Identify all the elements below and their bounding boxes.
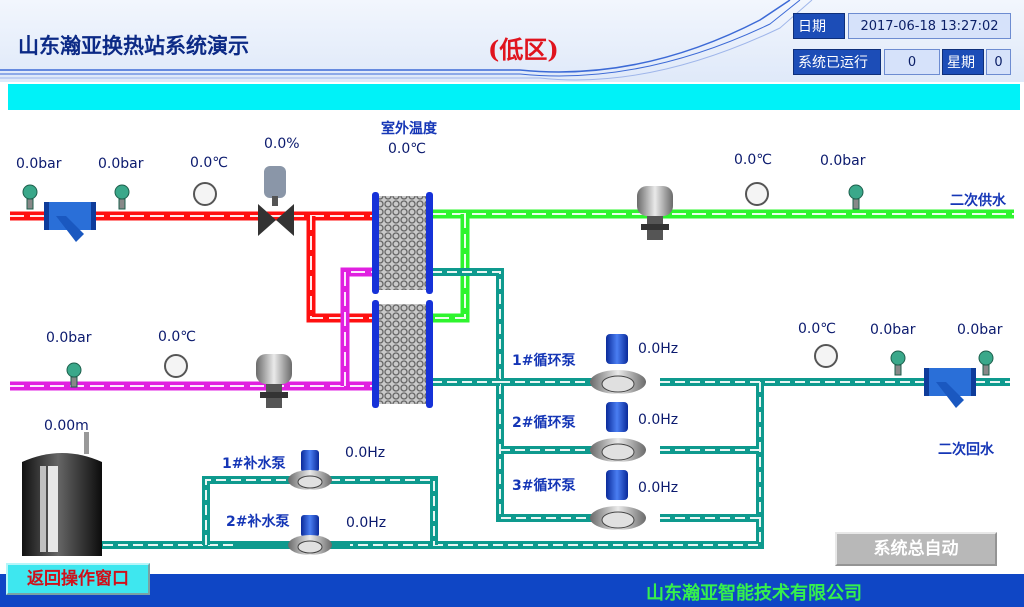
pressure-sensor-2: [114, 184, 130, 210]
temp-gauge-2: [164, 354, 188, 378]
secondary-return-label: 二次回水: [938, 442, 994, 458]
pressure-sensor-3: [66, 362, 82, 388]
company-name: 山东瀚亚智能技术有限公司: [646, 583, 862, 604]
makeup-pump-2: [288, 515, 332, 555]
temp-gauge-3: [745, 182, 769, 206]
secondary-return-temp: 0.0℃: [798, 321, 836, 337]
circulation-pump-2: [590, 402, 646, 462]
system-auto-button[interactable]: 系统总自动: [835, 532, 997, 566]
week-value: 0: [986, 49, 1011, 75]
secondary-return-pressure-1: 0.0bar: [870, 322, 916, 338]
status-bar: [8, 84, 1020, 110]
secondary-supply-temp: 0.0℃: [734, 152, 772, 168]
valve-opening: 0.0%: [264, 136, 300, 152]
footer-bar: [0, 574, 1024, 607]
primary-return-temp: 0.0℃: [158, 329, 196, 345]
pump-2-label[interactable]: 2#循环泵: [512, 415, 576, 431]
back-button[interactable]: 返回操作窗口: [6, 563, 150, 595]
temp-gauge-1: [193, 182, 217, 206]
strainer-primary: [44, 202, 96, 242]
pump-2-frequency: 0.0Hz: [638, 412, 679, 428]
flow-meter-return: [256, 354, 292, 408]
primary-supply-pressure-2: 0.0bar: [98, 156, 144, 172]
primary-return-pressure: 0.0bar: [46, 330, 92, 346]
secondary-return-pipes: [100, 268, 1010, 549]
pressure-sensor-4: [848, 184, 864, 210]
pump-1-label[interactable]: 1#循环泵: [512, 353, 576, 369]
primary-return-pipes: [10, 267, 372, 391]
pump-3-frequency: 0.0Hz: [638, 480, 679, 496]
circulation-pump-3: [590, 470, 646, 530]
primary-supply-pressure-1: 0.0bar: [16, 156, 62, 172]
pump-3-label[interactable]: 3#循环泵: [512, 478, 576, 494]
secondary-return-pressure-2: 0.0bar: [957, 322, 1003, 338]
pump-1-frequency: 0.0Hz: [638, 341, 679, 357]
temp-gauge-4: [814, 344, 838, 368]
flow-meter-supply: [637, 186, 673, 240]
outdoor-temp-value: 0.0℃: [388, 141, 426, 157]
circulation-pump-1: [590, 334, 646, 394]
primary-supply-temp: 0.0℃: [190, 155, 228, 171]
pressure-sensor-6: [978, 350, 994, 376]
pressure-sensor-1: [22, 184, 38, 210]
heat-exchanger: [372, 192, 433, 408]
makeup-pump-1-label[interactable]: 1#补水泵: [222, 456, 286, 472]
outdoor-temp-label: 室外温度: [381, 121, 437, 137]
makeup-pump-1-frequency: 0.0Hz: [345, 445, 386, 461]
tank-level: 0.00m: [44, 418, 89, 434]
control-valve: [258, 166, 294, 236]
makeup-pump-2-frequency: 0.0Hz: [346, 515, 387, 531]
secondary-supply-pipes: [432, 209, 1014, 323]
date-value: 2017-06-18 13:27:02: [848, 13, 1011, 39]
primary-supply-pipes: [10, 211, 372, 323]
secondary-supply-pressure: 0.0bar: [820, 153, 866, 169]
makeup-pump-1: [288, 450, 332, 490]
date-label: 日期: [793, 13, 845, 39]
makeup-pump-2-label[interactable]: 2#补水泵: [226, 514, 290, 530]
zone-label: (低区): [488, 35, 559, 64]
secondary-supply-label: 二次供水: [950, 193, 1006, 209]
strainer-secondary: [924, 368, 976, 408]
week-label: 星期: [942, 49, 984, 75]
pressure-sensor-5: [890, 350, 906, 376]
page-title: 山东瀚亚换热站系统演示: [18, 33, 249, 58]
run-label: 系统已运行: [793, 49, 881, 75]
water-tank: [22, 432, 102, 556]
run-value: 0: [884, 49, 940, 75]
